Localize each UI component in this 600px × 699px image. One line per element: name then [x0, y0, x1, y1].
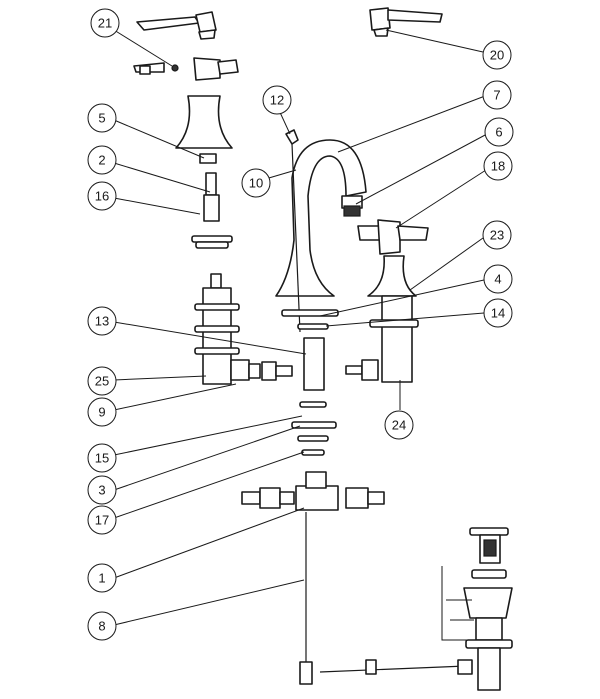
callout-9: 9 [87, 397, 117, 427]
pivot-rod [319, 659, 473, 675]
callout-23: 23 [482, 220, 512, 250]
callout-16-label: 16 [95, 189, 109, 204]
callout-18-label: 18 [491, 159, 505, 174]
drain-flange [471, 569, 507, 579]
callout-1-label: 1 [98, 571, 105, 586]
callout-5-label: 5 [98, 111, 105, 126]
spout-gasket [281, 309, 339, 317]
left-mount-washers [191, 235, 233, 249]
callout-13-label: 13 [95, 314, 109, 329]
callout-5: 5 [87, 103, 117, 133]
callout-21: 21 [90, 8, 120, 38]
callout-20-label: 20 [490, 48, 504, 63]
right-cross-handle [357, 219, 429, 255]
right-lever-handle-top [369, 7, 443, 37]
leader-lines [113, 29, 488, 641]
callout-21-label: 21 [98, 16, 112, 31]
callout-12-label: 12 [270, 93, 284, 108]
pop-up-stopper [469, 527, 509, 564]
callout-2-label: 2 [98, 153, 105, 168]
callout-14-label: 14 [491, 306, 505, 321]
callout-18: 18 [483, 151, 513, 181]
callout-6: 6 [484, 117, 514, 147]
left-cross-handle [133, 57, 239, 81]
callout-3-label: 3 [98, 483, 105, 498]
callout-12: 12 [262, 85, 292, 115]
lift-rod-shaft [291, 143, 301, 333]
callout-23-label: 23 [490, 228, 504, 243]
callout-9-label: 9 [98, 405, 105, 420]
clevis-strap [299, 661, 313, 685]
callout-24-label: 24 [392, 418, 406, 433]
callout-8-label: 8 [98, 619, 105, 634]
right-valve-body [345, 295, 419, 383]
callout-13: 13 [87, 306, 117, 336]
callout-4: 4 [483, 264, 513, 294]
callout-10: 10 [241, 168, 271, 198]
left-escutcheon-cap [175, 95, 233, 149]
callout-10-label: 10 [249, 176, 263, 191]
aerator [343, 205, 361, 217]
spout [275, 139, 367, 297]
callout-7-label: 7 [493, 88, 500, 103]
left-adapter-ring [199, 153, 217, 164]
left-valve-body [194, 273, 293, 385]
callout-2: 2 [87, 145, 117, 175]
callout-15-label: 15 [95, 451, 109, 466]
callout-25: 25 [87, 366, 117, 396]
left-stem-extension [203, 172, 220, 222]
tee-connector [295, 471, 339, 511]
callout-20: 20 [482, 40, 512, 70]
shank-washers [291, 401, 337, 456]
lift-rod-knob [285, 129, 299, 145]
left-hose-fitting [241, 487, 295, 509]
callout-24: 24 [384, 410, 414, 440]
left-lever-handle-top [136, 11, 217, 40]
callout-17-label: 17 [95, 513, 109, 528]
callout-6-label: 6 [495, 125, 502, 140]
callout-3: 3 [87, 475, 117, 505]
callout-17: 17 [87, 505, 117, 535]
callout-14: 14 [483, 298, 513, 328]
callout-16: 16 [87, 181, 117, 211]
callout-15: 15 [87, 443, 117, 473]
callout-7: 7 [482, 80, 512, 110]
spout-shank [303, 337, 325, 391]
callout-1: 1 [87, 563, 117, 593]
drain-body [463, 587, 513, 691]
callout-25-label: 25 [95, 374, 109, 389]
callout-4-label: 4 [494, 272, 501, 287]
right-escutcheon [367, 255, 417, 297]
callout-8: 8 [87, 611, 117, 641]
right-hose-fitting [345, 487, 385, 509]
set-screw [171, 64, 179, 72]
spout-washer [297, 323, 329, 330]
